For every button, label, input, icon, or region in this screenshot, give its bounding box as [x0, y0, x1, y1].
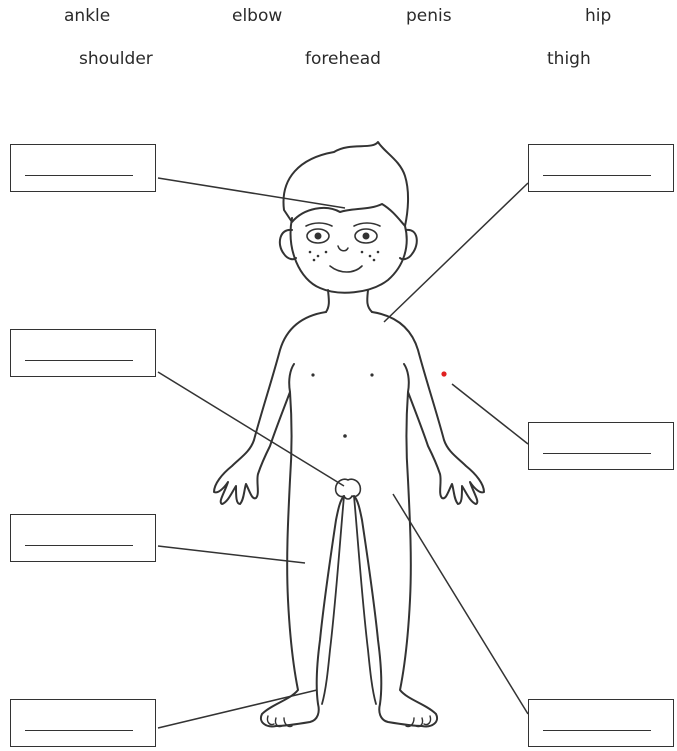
left-eyebrow	[306, 223, 332, 226]
right-eyebrow	[354, 223, 380, 226]
answer-line	[543, 730, 651, 731]
right-ear	[400, 230, 417, 259]
left-nipple	[311, 373, 314, 376]
body-outline-right	[354, 312, 484, 726]
answer-line	[543, 175, 651, 176]
pointer-ankle	[158, 690, 317, 728]
answer-line	[25, 360, 133, 361]
pointer-thigh	[158, 546, 305, 563]
mouth	[330, 266, 362, 272]
pointer-chest	[158, 372, 344, 486]
label-box-shoulder[interactable]	[528, 144, 674, 192]
right-nipple	[370, 373, 373, 376]
label-box-hip[interactable]	[528, 699, 674, 747]
answer-line	[543, 453, 651, 454]
navel	[343, 434, 347, 438]
body-outline-left	[214, 312, 344, 726]
label-box-chest[interactable]	[10, 329, 156, 377]
hair	[283, 142, 408, 226]
pointer-hip	[393, 494, 528, 714]
right-inner-arm	[404, 364, 409, 392]
answer-line	[25, 545, 133, 546]
pointer-elbow	[452, 384, 528, 444]
answer-line	[25, 730, 133, 731]
label-box-forehead[interactable]	[10, 144, 156, 192]
answer-line	[25, 175, 133, 176]
nose	[338, 246, 348, 251]
pointer-forehead	[158, 178, 345, 208]
neck-right	[367, 290, 372, 312]
neck-left	[326, 290, 329, 312]
label-box-elbow[interactable]	[528, 422, 674, 470]
label-box-ankle[interactable]	[10, 699, 156, 747]
red-marker-dot	[441, 371, 446, 376]
face	[291, 218, 407, 293]
groin	[336, 479, 361, 499]
left-inner-arm	[289, 364, 294, 392]
label-box-thigh[interactable]	[10, 514, 156, 562]
